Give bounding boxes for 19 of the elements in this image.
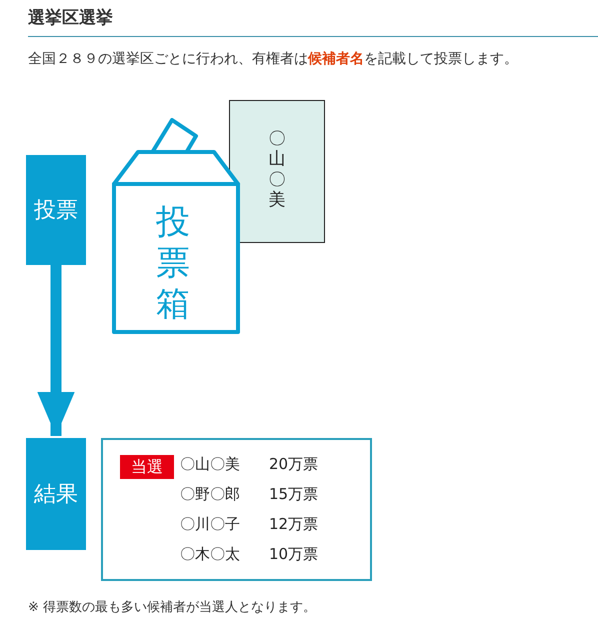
step-band: 投票: [26, 155, 86, 265]
candidate-name: 〇山〇美: [268, 129, 286, 211]
candidate-name: 〇木〇太: [180, 545, 240, 564]
box-label: 投票箱: [156, 202, 192, 324]
ballot-paper: [229, 100, 325, 243]
arrow: [37, 265, 75, 436]
description-text: 全国２８９の選挙区ごとに行われ、有権者は候補者名を記載して投票します。: [28, 50, 518, 68]
section-title: 選挙区選挙: [28, 7, 113, 29]
vote-count: 20万票: [269, 455, 318, 474]
candidate-name: 〇野〇郎: [180, 485, 240, 504]
step-band: 結果: [26, 438, 86, 550]
vote-count: 10万票: [269, 545, 318, 564]
vote-count: 12万票: [269, 515, 318, 534]
vote-count: 15万票: [269, 485, 318, 504]
footnote: ※ 得票数の最も多い候補者が当選人となります。: [28, 599, 316, 616]
winner-badge: 当選: [120, 455, 174, 479]
results-panel: [101, 438, 372, 581]
candidate-name: 〇山〇美: [180, 455, 240, 474]
candidate-name: 〇川〇子: [180, 515, 240, 534]
